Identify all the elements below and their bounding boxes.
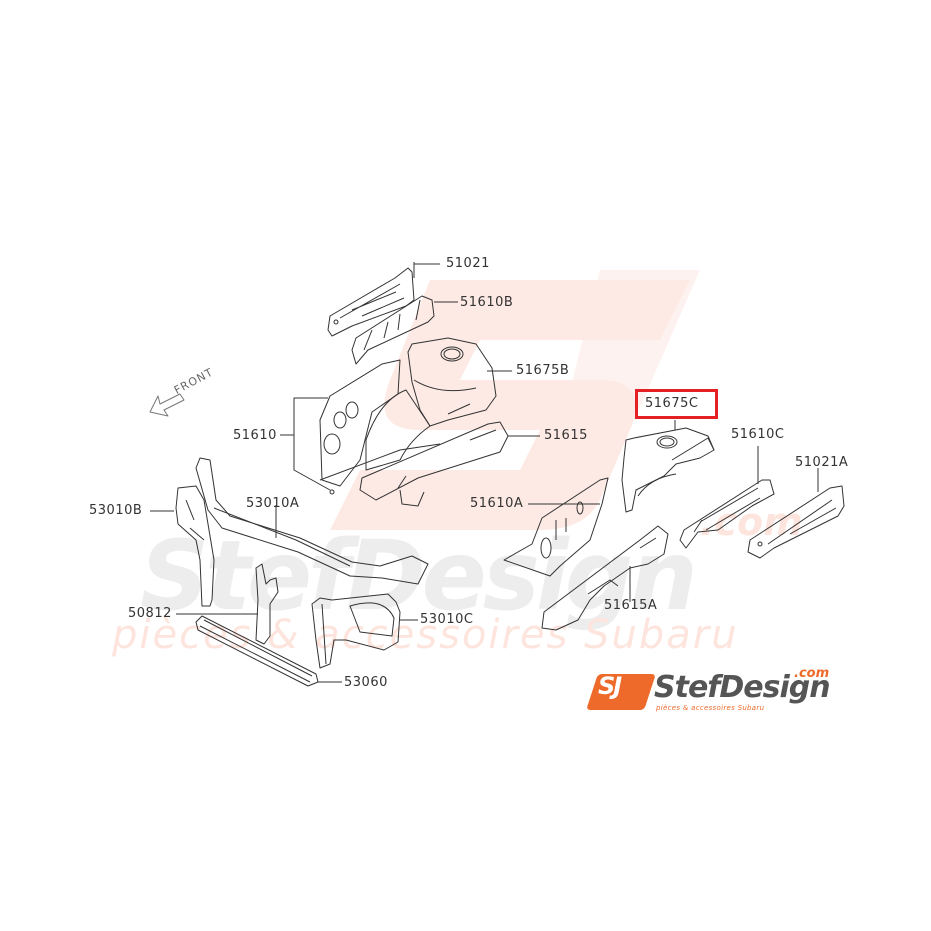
part-label-51610A[interactable]: 51610A (470, 496, 524, 511)
part-51675B (407, 337, 497, 427)
part-label-51610[interactable]: 51610 (233, 428, 277, 443)
logo-name: StefDesign (654, 670, 831, 705)
stefdesign-logo: SJ StefDesign .com pièces & accessoires … (586, 666, 848, 718)
part-51021A (747, 485, 845, 559)
part-51675C (621, 427, 715, 513)
part-51610A (503, 477, 609, 577)
part-51610B (351, 295, 435, 365)
watermark-tagline: pièces & accessoires Subaru (112, 612, 739, 658)
part-label-53060[interactable]: 53060 (344, 675, 388, 690)
logo-dotcom: .com (794, 666, 830, 681)
watermark-brand: StefDesign (140, 520, 698, 632)
part-51610C (679, 479, 775, 549)
part-51615A (541, 525, 669, 631)
part-label-51021[interactable]: 51021 (446, 256, 490, 271)
part-label-53010C[interactable]: 53010C (420, 612, 474, 627)
part-label-51615[interactable]: 51615 (544, 428, 588, 443)
part-label-51610C[interactable]: 51610C (731, 427, 785, 442)
part-53010C (311, 593, 401, 669)
part-53010A (195, 457, 429, 585)
part-label-51675C[interactable]: 51675C (645, 396, 699, 411)
part-51021 (327, 262, 415, 337)
front-arrow-icon (149, 393, 185, 417)
part-label-53010B[interactable]: 53010B (89, 503, 143, 518)
logo-badge-icon (586, 674, 656, 710)
watermark-dotcom: .com (700, 500, 803, 544)
part-label-50812[interactable]: 50812 (128, 606, 172, 621)
part-50812 (255, 563, 279, 645)
part-label-51675B[interactable]: 51675B (516, 363, 570, 378)
part-51610 (319, 359, 441, 495)
part-label-51610B[interactable]: 51610B (460, 295, 514, 310)
part-label-53010A[interactable]: 53010A (246, 496, 300, 511)
logo-badge-text: SJ (598, 672, 622, 700)
part-53010B (175, 485, 215, 607)
part-label-51615A[interactable]: 51615A (604, 598, 658, 613)
highlight-box (635, 389, 718, 419)
logo-tagline: pièces & accessoires Subaru (656, 704, 765, 712)
part-51615 (359, 421, 509, 507)
part-label-51021A[interactable]: 51021A (795, 455, 849, 470)
